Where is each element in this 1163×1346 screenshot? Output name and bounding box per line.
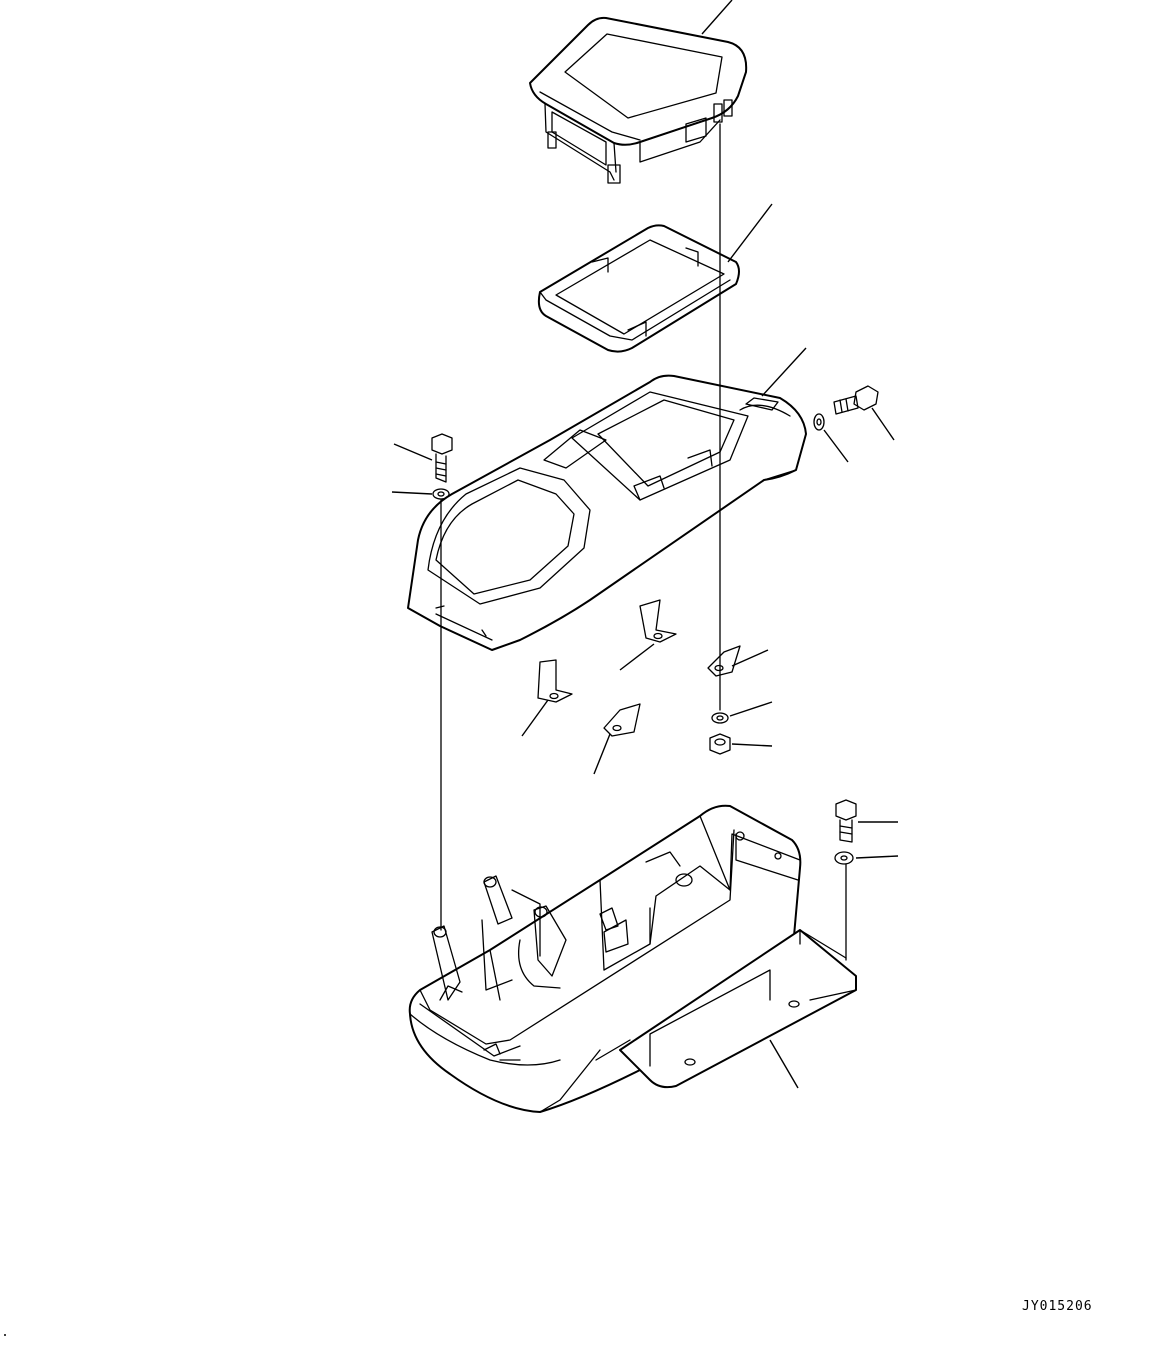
bracket-b [639, 599, 677, 643]
bolt-right [833, 385, 879, 415]
edge-mark [4, 1334, 6, 1336]
washer-left [432, 488, 450, 500]
monitor-gasket [537, 224, 740, 353]
bolt-left [431, 433, 453, 483]
bracket-a [537, 659, 573, 703]
alignment-lines [440, 123, 847, 961]
washer-lower-right [834, 851, 854, 865]
bracket-d [707, 645, 741, 677]
washer-right [813, 413, 825, 431]
leader-lines [391, 0, 899, 1089]
nut-mid [709, 733, 731, 755]
washer-mid [711, 712, 729, 724]
console-base [408, 804, 802, 1113]
base-plate [619, 929, 857, 1089]
bolt-lower-right [835, 799, 857, 843]
console-cover [407, 374, 807, 651]
drawing-id-label: JY015206 [1022, 1299, 1093, 1314]
bracket-c [603, 703, 641, 737]
monitor-display [529, 16, 748, 184]
